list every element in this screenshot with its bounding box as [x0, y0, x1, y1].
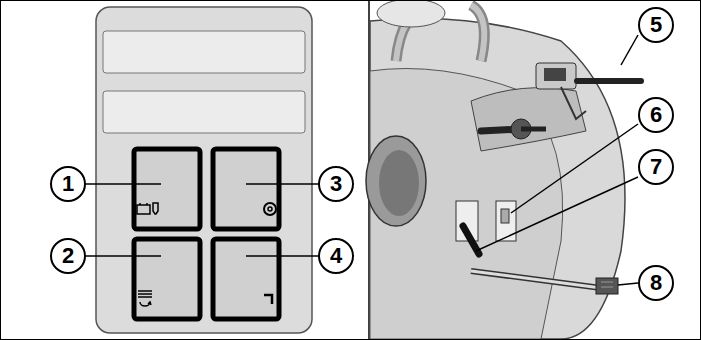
callout-number: 1 [62, 173, 74, 195]
callout-circle: 6 [638, 97, 674, 133]
leader-lines [476, 35, 638, 285]
callout-circle: 1 [50, 166, 86, 202]
leader-lines [85, 184, 319, 256]
callout-number: 3 [330, 173, 342, 195]
display-window [103, 31, 305, 73]
control-panel [96, 7, 312, 333]
button-icons [137, 203, 276, 306]
panel-buttons [134, 149, 279, 319]
display-window [103, 91, 305, 133]
machine-illustration [366, 1, 641, 339]
callout-circle: 4 [318, 238, 354, 274]
callout-circle: 8 [638, 265, 674, 301]
callout-number: 7 [650, 156, 662, 178]
callout-number: 2 [62, 245, 74, 267]
callout-circle: 3 [318, 166, 354, 202]
callout-number: 5 [650, 14, 662, 36]
callout-number: 6 [650, 104, 662, 126]
callout-circle: 2 [50, 238, 86, 274]
callout-circle: 7 [638, 149, 674, 185]
callout-number: 8 [650, 272, 662, 294]
callout-number: 4 [330, 245, 342, 267]
callout-circle: 5 [638, 7, 674, 43]
